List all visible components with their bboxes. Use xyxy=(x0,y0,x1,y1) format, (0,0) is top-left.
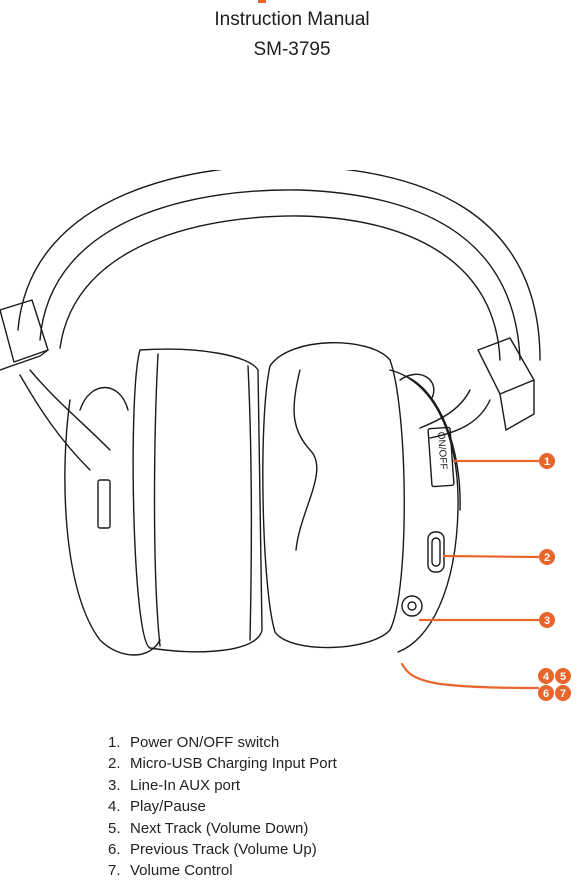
list-item: 3.Line-In AUX port xyxy=(108,776,241,794)
manual-title: Instruction Manual xyxy=(214,9,370,30)
left-earcup xyxy=(64,399,161,656)
list-item: 6.Previous Track (Volume Up) xyxy=(108,841,317,859)
model-number: SM-3795 xyxy=(253,39,331,60)
aux-port xyxy=(401,595,423,617)
usb-port xyxy=(427,531,445,573)
callout-num-6: 6 xyxy=(543,688,549,700)
callout-num-1: 1 xyxy=(544,456,550,468)
callout-marker-4 xyxy=(538,668,554,684)
callout-num-5: 5 xyxy=(560,671,566,683)
list-item: 7.Volume Control xyxy=(108,862,233,880)
power-switch xyxy=(427,426,455,488)
callout-num-3: 3 xyxy=(544,615,550,627)
list-item: 4.Play/Pause xyxy=(108,798,206,816)
callout-num-4: 4 xyxy=(543,671,550,683)
right-earcup xyxy=(389,369,459,653)
switch-label: ON/OFF xyxy=(435,431,449,469)
list-item: 5.Next Track (Volume Down) xyxy=(108,819,309,837)
callout-marker-3 xyxy=(539,612,555,628)
callout-num-7: 7 xyxy=(560,688,566,700)
right-slider xyxy=(477,337,535,395)
callout-num-2: 2 xyxy=(544,552,550,564)
list-item: 1.Power ON/OFF switch xyxy=(108,734,280,751)
callout-marker-6 xyxy=(538,685,554,701)
callout-line-2 xyxy=(442,554,540,559)
right-cushion xyxy=(262,341,405,649)
list-item: 2.Micro-USB Charging Input Port xyxy=(108,755,337,773)
callout-line-4 xyxy=(400,662,540,690)
callout-marker-7 xyxy=(555,685,571,701)
parts-list: 1.Power ON/OFF switch 2.Micro-USB Chargi… xyxy=(108,732,337,882)
title-accent-mark xyxy=(258,0,266,3)
headband-inner xyxy=(39,189,521,361)
callout-marker-2 xyxy=(539,549,555,565)
callout-marker-5 xyxy=(555,668,571,684)
headphone-illustration: ON/OFF 1 2 3 4 5 6 7 xyxy=(0,170,571,701)
callout-marker-1 xyxy=(539,453,555,469)
left-cushion xyxy=(132,348,263,653)
headband-pad xyxy=(59,215,501,361)
headband-outer xyxy=(17,170,541,361)
